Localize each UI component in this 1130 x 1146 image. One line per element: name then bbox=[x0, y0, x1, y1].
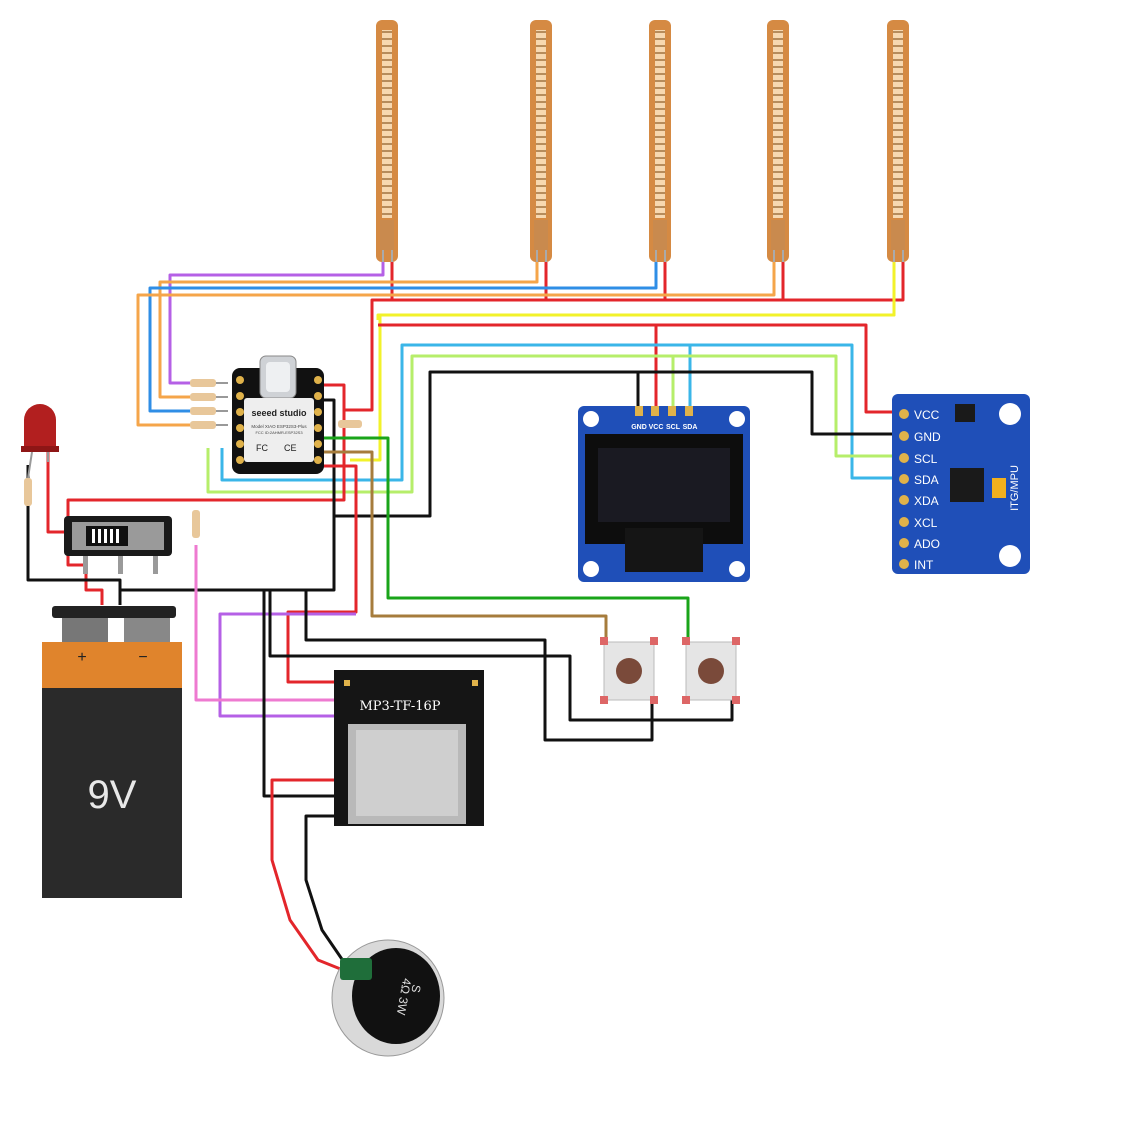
resistor-pulldown bbox=[192, 510, 200, 538]
mpu-pin-int: INT bbox=[914, 558, 934, 572]
wire-flex1-signal bbox=[168, 262, 385, 385]
mpu-pin-xda: XDA bbox=[914, 494, 939, 508]
wire-gnd-button2 bbox=[270, 654, 734, 722]
wire-speaker-black bbox=[304, 814, 350, 969]
wire-red-mp3 bbox=[286, 464, 358, 684]
battery-9v: + − 9V bbox=[42, 606, 182, 898]
wire-gnd-button1 bbox=[304, 590, 654, 742]
mpu-pin-vcc: VCC bbox=[914, 408, 940, 422]
battery-minus-label: − bbox=[138, 649, 147, 666]
resistor-flex-1 bbox=[190, 379, 228, 387]
flex-sensor-4 bbox=[767, 20, 789, 262]
mpu-label: ITG/MPU bbox=[1009, 465, 1021, 511]
battery-plus-label: + bbox=[77, 649, 86, 666]
mpu-pin-ado: ADO bbox=[914, 537, 940, 551]
wire-speaker-red bbox=[270, 778, 349, 974]
resistor-flex-4 bbox=[190, 421, 228, 429]
esp32-shield bbox=[244, 398, 314, 462]
wire-purple-mp3 bbox=[218, 612, 356, 718]
wire-switch-black bbox=[26, 465, 122, 605]
xiao-fcc: FCC ID:2AHMR-ESP32S3 bbox=[255, 430, 303, 435]
speaker: S 4Ω 3W bbox=[331, 939, 445, 1057]
wire-sda-mpu bbox=[690, 343, 898, 480]
mpu-chip bbox=[950, 468, 984, 502]
slide-switch bbox=[64, 516, 172, 574]
oled-pin-gnd: GND bbox=[631, 424, 647, 431]
wire-gnd-mpu bbox=[638, 370, 898, 436]
flex-sensor-1 bbox=[376, 20, 398, 262]
mp3-tf-16p-module: MP3-TF-16P bbox=[334, 670, 484, 826]
wire-flex2-signal bbox=[158, 262, 539, 399]
mpu6050-module: VCC GND SCL SDA XDA XCL ADO INT ITG/MPU bbox=[892, 394, 1030, 574]
oled-pin-sda: SDA bbox=[683, 424, 698, 431]
red-led bbox=[21, 404, 59, 479]
xiao-ce-mark: CE bbox=[284, 443, 297, 453]
mpu-pin-sda: SDA bbox=[914, 473, 939, 487]
oled-pin-scl: SCL bbox=[666, 424, 681, 431]
mp3-label: MP3-TF-16P bbox=[359, 699, 440, 714]
wire-flex-vcc bbox=[344, 262, 394, 412]
wire-flex-vcc-5 bbox=[783, 262, 905, 302]
oled-pin-vcc: VCC bbox=[649, 424, 664, 431]
flex-sensor-2 bbox=[530, 20, 552, 262]
battery-voltage-label: 9V bbox=[88, 773, 137, 817]
xiao-brand: seeed studio bbox=[251, 408, 307, 418]
wire-flex5-signal bbox=[376, 262, 896, 320]
xiao-esp32s3-board: seeed studio Model XIAO ESP32S3-Plus FCC… bbox=[232, 355, 324, 474]
wire-red-xiao bbox=[66, 383, 346, 528]
mpu-pin-xcl: XCL bbox=[914, 516, 938, 530]
resistor-flex-3 bbox=[190, 407, 228, 415]
wire-gnd-mp3 bbox=[262, 590, 340, 798]
wire-flex3-signal bbox=[148, 262, 658, 413]
flex-sensor-5 bbox=[887, 20, 909, 262]
resistor-flex-5 bbox=[338, 420, 362, 428]
resistor-led bbox=[24, 478, 32, 506]
push-button-1 bbox=[600, 637, 658, 704]
oled-display-module: GND VCC SCL SDA bbox=[578, 406, 750, 582]
wire-brown-button1 bbox=[320, 450, 608, 640]
speaker-brand: S bbox=[408, 984, 423, 994]
xiao-fc-mark: FC bbox=[256, 443, 268, 453]
push-button-2 bbox=[682, 637, 740, 704]
wires bbox=[26, 262, 905, 974]
wire-pink-mp3 bbox=[194, 545, 340, 702]
mpu-pin-scl: SCL bbox=[914, 452, 938, 466]
speaker-rating: 4Ω 3W bbox=[394, 977, 414, 1017]
resistor-flex-2 bbox=[190, 393, 228, 401]
wire-scl-mpu bbox=[673, 354, 898, 458]
resistors bbox=[24, 379, 362, 538]
wire-flex4-signal bbox=[136, 262, 776, 427]
flex-sensor-3 bbox=[649, 20, 671, 262]
wire-switch-red bbox=[66, 528, 104, 605]
wire-scl bbox=[206, 354, 675, 494]
wire-yellow-bus bbox=[350, 305, 896, 462]
wire-red-mpu-vcc bbox=[378, 323, 898, 414]
wire-black-xiao bbox=[120, 398, 336, 592]
wire-green-button2 bbox=[320, 436, 690, 640]
xiao-model: Model XIAO ESP32S3-Plus bbox=[251, 424, 307, 429]
mpu-pin-gnd: GND bbox=[914, 430, 941, 444]
